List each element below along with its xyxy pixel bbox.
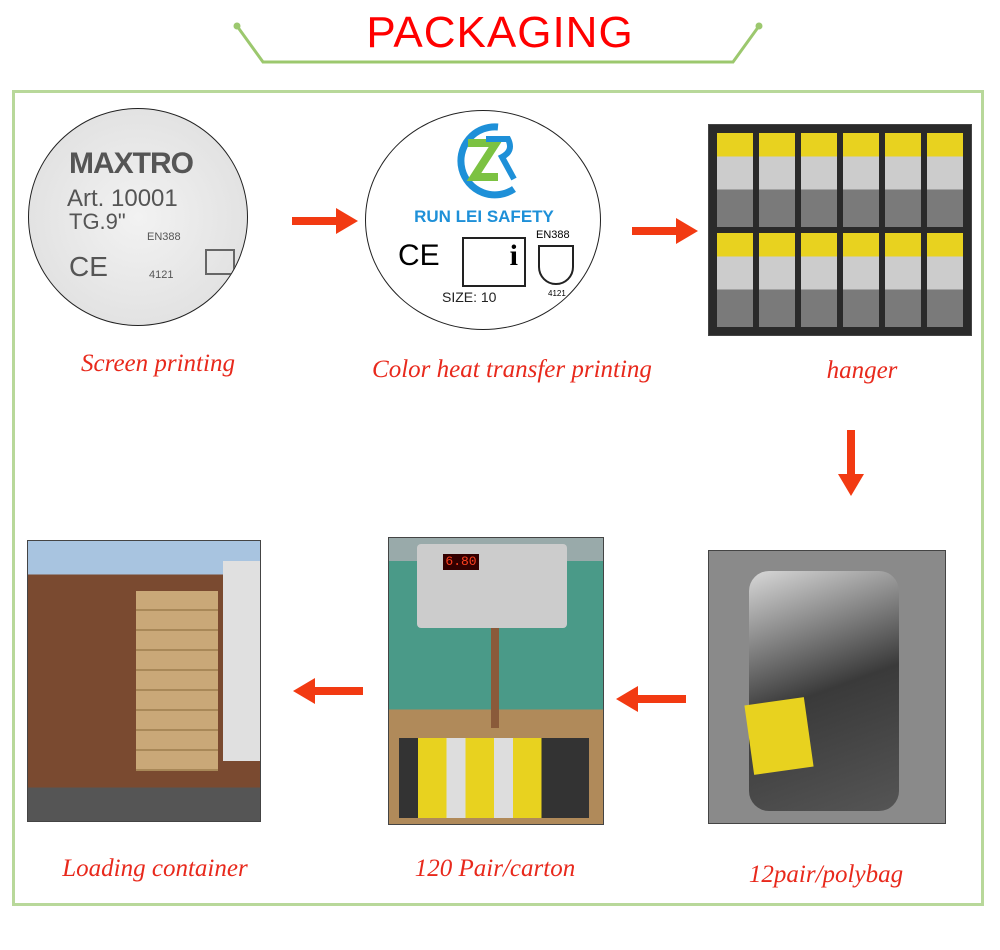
left-arrow-icon bbox=[616, 686, 686, 712]
step-label-carton: 120 Pair/carton bbox=[414, 855, 576, 882]
brand-print: MAXTRO bbox=[69, 147, 194, 180]
hanger-photo bbox=[708, 124, 972, 336]
step-label-screen-printing: Screen printing bbox=[81, 350, 235, 377]
step-label-heat-transfer: Color heat transfer printing bbox=[372, 356, 652, 383]
container-photo bbox=[27, 540, 261, 822]
down-arrow-icon bbox=[838, 430, 864, 496]
right-arrow-icon bbox=[292, 208, 358, 234]
carton-photo: 6.80 bbox=[388, 537, 604, 825]
manual-info-icon: i bbox=[462, 237, 526, 287]
standard-print: EN388 bbox=[536, 229, 570, 241]
art-print: Art. 10001 bbox=[67, 185, 178, 212]
heat-transfer-label-image: RUN LEI SAFETY CE i EN388 4121 SIZE: 10 bbox=[365, 110, 601, 330]
page-title: PACKAGING bbox=[366, 8, 634, 57]
scale-reading: 6.80 bbox=[443, 554, 479, 570]
run-lei-logo-icon bbox=[457, 123, 517, 199]
ce-mark: CE bbox=[398, 239, 440, 272]
step-label-hanger: hanger bbox=[826, 357, 898, 384]
standard-print: EN388 bbox=[147, 231, 181, 243]
polybag-photo bbox=[708, 550, 946, 824]
title-bracket bbox=[233, 22, 763, 64]
ce-mark: CE bbox=[69, 251, 108, 282]
right-arrow-icon bbox=[632, 218, 698, 244]
code-print: 4121 bbox=[548, 289, 566, 298]
left-arrow-icon bbox=[293, 678, 363, 704]
step-label-loading-container: Loading container bbox=[62, 855, 248, 882]
content-frame bbox=[12, 90, 984, 906]
screen-printing-image: MAXTRO Art. 10001 TG.9" CE EN388 4121 bbox=[28, 108, 248, 326]
step-label-polybag: 12pair/polybag bbox=[748, 861, 904, 888]
brand-name: RUN LEI SAFETY bbox=[414, 207, 554, 226]
code-print: 4121 bbox=[149, 269, 174, 281]
size-print: SIZE: 10 bbox=[442, 289, 497, 305]
glove-shield-icon bbox=[538, 245, 574, 285]
manual-icon bbox=[205, 249, 235, 275]
size-print: TG.9" bbox=[69, 209, 126, 234]
